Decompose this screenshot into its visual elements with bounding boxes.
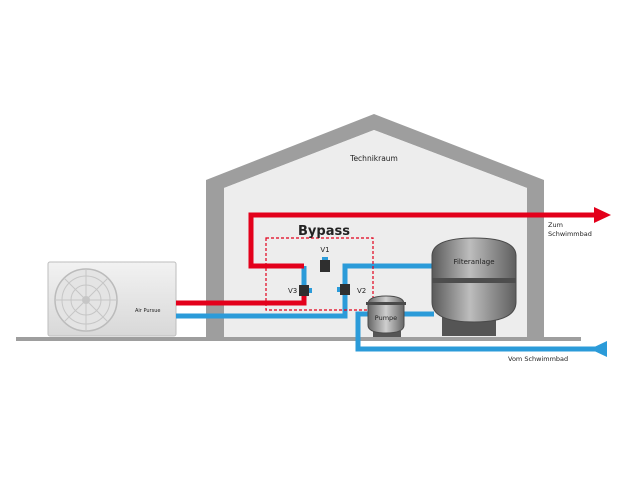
pump-label: Pumpe — [375, 314, 397, 322]
arrow-right-icon — [594, 207, 611, 223]
technical-room-label: Technikraum — [349, 154, 398, 163]
bypass-label: Bypass — [298, 224, 350, 239]
valve-v3 — [299, 285, 312, 296]
valve-v3-label: V3 — [288, 287, 297, 295]
to-pool-label-line1: Zum — [548, 221, 563, 229]
filter-tank — [431, 237, 517, 336]
valve-v1 — [320, 257, 330, 272]
pump — [366, 295, 406, 337]
to-pool-label-line2: Schwimmbad — [548, 230, 592, 238]
ground-line — [16, 337, 581, 341]
from-pool-label: Vom Schwimmbad — [508, 355, 568, 363]
cold-pipe-from-pool — [355, 311, 602, 352]
bypass-frame — [265, 237, 374, 311]
filter-label: Filteranlage — [453, 258, 494, 266]
hot-pipe-bypass — [248, 212, 596, 269]
valve-v2-label: V2 — [357, 287, 366, 295]
valve-v1-label: V1 — [320, 246, 329, 254]
fan-grille-icon — [54, 268, 118, 332]
heat-pump-brand-label: Air Pursue — [135, 308, 160, 314]
arrow-left-icon — [590, 341, 607, 357]
valve-v2 — [337, 284, 350, 295]
heat-pump-unit: Air Pursue — [47, 261, 177, 337]
